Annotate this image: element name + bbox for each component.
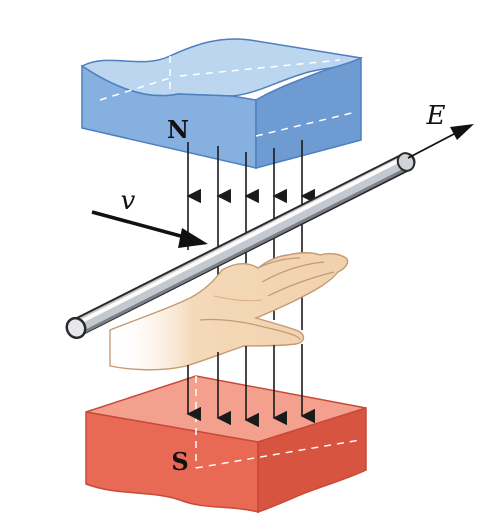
rod-highlight: [78, 156, 406, 324]
south-magnet: S: [85, 375, 367, 514]
hand-finger-3: [267, 271, 335, 297]
emf-arrow-head: [450, 124, 474, 140]
rod-shadow-edge: [80, 166, 410, 335]
velocity-vector: v: [91, 186, 208, 248]
emf-label: E: [426, 101, 446, 131]
rod-body: [68, 154, 414, 336]
hand-finger-1: [257, 257, 301, 269]
south-magnet-hidden-edge-2: [195, 439, 361, 469]
velocity-label: v: [121, 186, 136, 216]
emf-arrow-shaft: [407, 133, 455, 159]
conductor-rod: [65, 152, 416, 340]
hand-finger-2: [261, 261, 325, 283]
hand-palm: [109, 252, 349, 371]
north-pole-label: N: [167, 115, 189, 144]
hand-thumb: [199, 318, 301, 341]
north-magnet: N: [80, 38, 363, 169]
south-pole-label: S: [171, 447, 188, 476]
south-magnet-front-face: [85, 411, 259, 513]
left-hand: [109, 252, 349, 371]
north-magnet-side-face: [255, 56, 362, 169]
hand-palm-crease: [213, 295, 263, 302]
velocity-arrow-shaft: [91, 210, 189, 240]
field-lines-upper: [186, 140, 315, 204]
rod-end-cap-left: [65, 316, 87, 340]
north-magnet-hidden-edge-2: [179, 59, 341, 77]
north-magnet-hidden-edge-4: [255, 111, 357, 137]
field-lines-lower: [186, 344, 315, 428]
emf-vector: E: [407, 101, 474, 159]
south-magnet-side-face: [257, 406, 367, 514]
velocity-arrow-head: [178, 228, 208, 248]
